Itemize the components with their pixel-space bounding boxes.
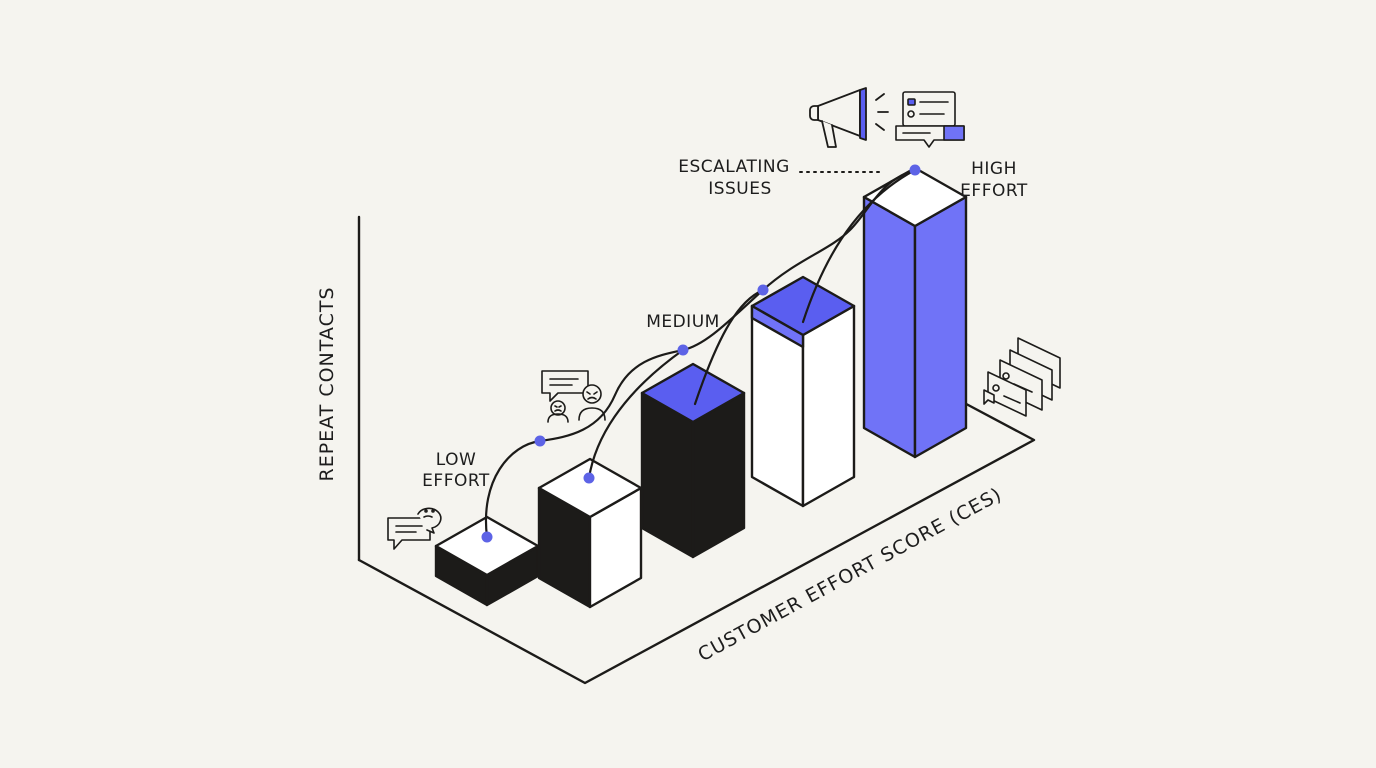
- frustrated-people-icon: [541, 370, 606, 423]
- bars-group: [434, 166, 968, 609]
- megaphone-icon: [809, 87, 889, 148]
- connector-line-3: [801, 168, 917, 324]
- annotation-high-line1: HIGH: [971, 159, 1017, 179]
- chat-bubbles-icon: [387, 507, 442, 550]
- trend-point-2: [583, 472, 595, 484]
- trend-group: [481, 164, 921, 543]
- annotation-low-line2: EFFORT: [422, 471, 490, 491]
- connector-line-2: [693, 288, 765, 406]
- bar-3: [640, 362, 746, 559]
- y-axis-label: REPEAT CONTACTS: [316, 287, 338, 482]
- annotation-medium: MEDIUM: [646, 312, 720, 332]
- bar-4-accent-band: [750, 304, 805, 349]
- trend-point-3: [534, 435, 546, 447]
- annotation-high-line2: EFFORT: [960, 181, 1028, 201]
- bar-5-right-face: [913, 195, 968, 459]
- annotations: LOW EFFORT MEDIUM ESCALATING ISSUES HIGH…: [422, 157, 1028, 491]
- bar-2-top-face: [537, 457, 643, 519]
- trend-point-1: [481, 531, 493, 543]
- trend-point-6: [909, 164, 921, 176]
- bar-1: [434, 515, 540, 607]
- bar-3-top-face: [640, 362, 746, 424]
- floor-outline: [357, 396, 1036, 685]
- trend-point-4: [677, 344, 689, 356]
- annotation-low-line1: LOW: [436, 450, 477, 470]
- bar-5: [862, 166, 968, 459]
- bar-5-left-face: [862, 195, 917, 459]
- annotation-escalating-line1: ESCALATING: [678, 157, 790, 177]
- bar-1-top-face: [434, 515, 540, 577]
- bar-2: [537, 457, 643, 609]
- support-ticket-icon: [895, 91, 965, 148]
- stacked-cards-icon: [983, 337, 1061, 417]
- connector-line-1: [587, 348, 685, 480]
- bar-4: [750, 275, 856, 508]
- bar-4-right-face: [801, 304, 856, 508]
- axes: [357, 215, 1036, 685]
- annotation-escalating-line2: ISSUES: [708, 179, 772, 199]
- trend-point-5: [757, 284, 769, 296]
